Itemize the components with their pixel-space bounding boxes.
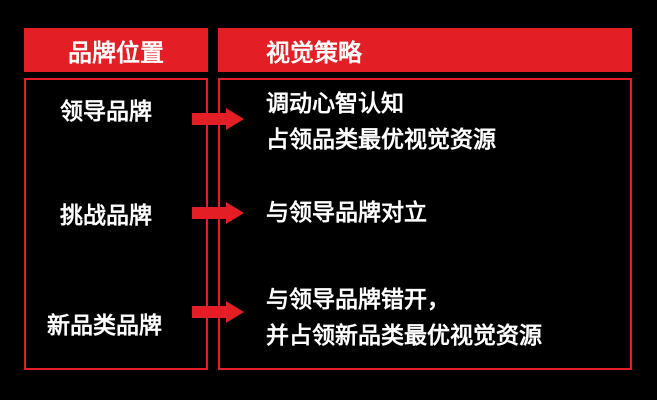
strategy-new-category-line-2: 并占领新品类最优视觉资源 (266, 323, 542, 349)
header-visual-strategy: 视觉策略 (218, 28, 632, 72)
header-brand-position-label: 品牌位置 (68, 38, 164, 67)
strategy-leader-line-2: 占领品类最优视觉资源 (266, 127, 496, 153)
right-arrow-icon (192, 202, 244, 224)
brand-new-category: 新品类品牌 (47, 313, 162, 339)
strategy-challenger-line-1: 与领导品牌对立 (266, 200, 427, 226)
brand-position-panel (24, 78, 208, 370)
strategy-challenger: 与领导品牌对立 (266, 195, 427, 231)
brand-challenger: 挑战品牌 (60, 203, 152, 229)
header-visual-strategy-label: 视觉策略 (266, 38, 362, 67)
brand-leader: 领导品牌 (60, 99, 152, 125)
right-arrow-icon (192, 301, 244, 323)
strategy-new-category-line-1: 与领导品牌错开， (266, 287, 450, 313)
strategy-leader: 调动心智认知 占领品类最优视觉资源 (266, 86, 496, 158)
header-brand-position: 品牌位置 (24, 28, 208, 72)
visual-strategy-panel (218, 78, 632, 370)
strategy-leader-line-1: 调动心智认知 (266, 91, 404, 117)
right-arrow-icon (192, 108, 244, 130)
strategy-new-category: 与领导品牌错开， 并占领新品类最优视觉资源 (266, 282, 542, 354)
